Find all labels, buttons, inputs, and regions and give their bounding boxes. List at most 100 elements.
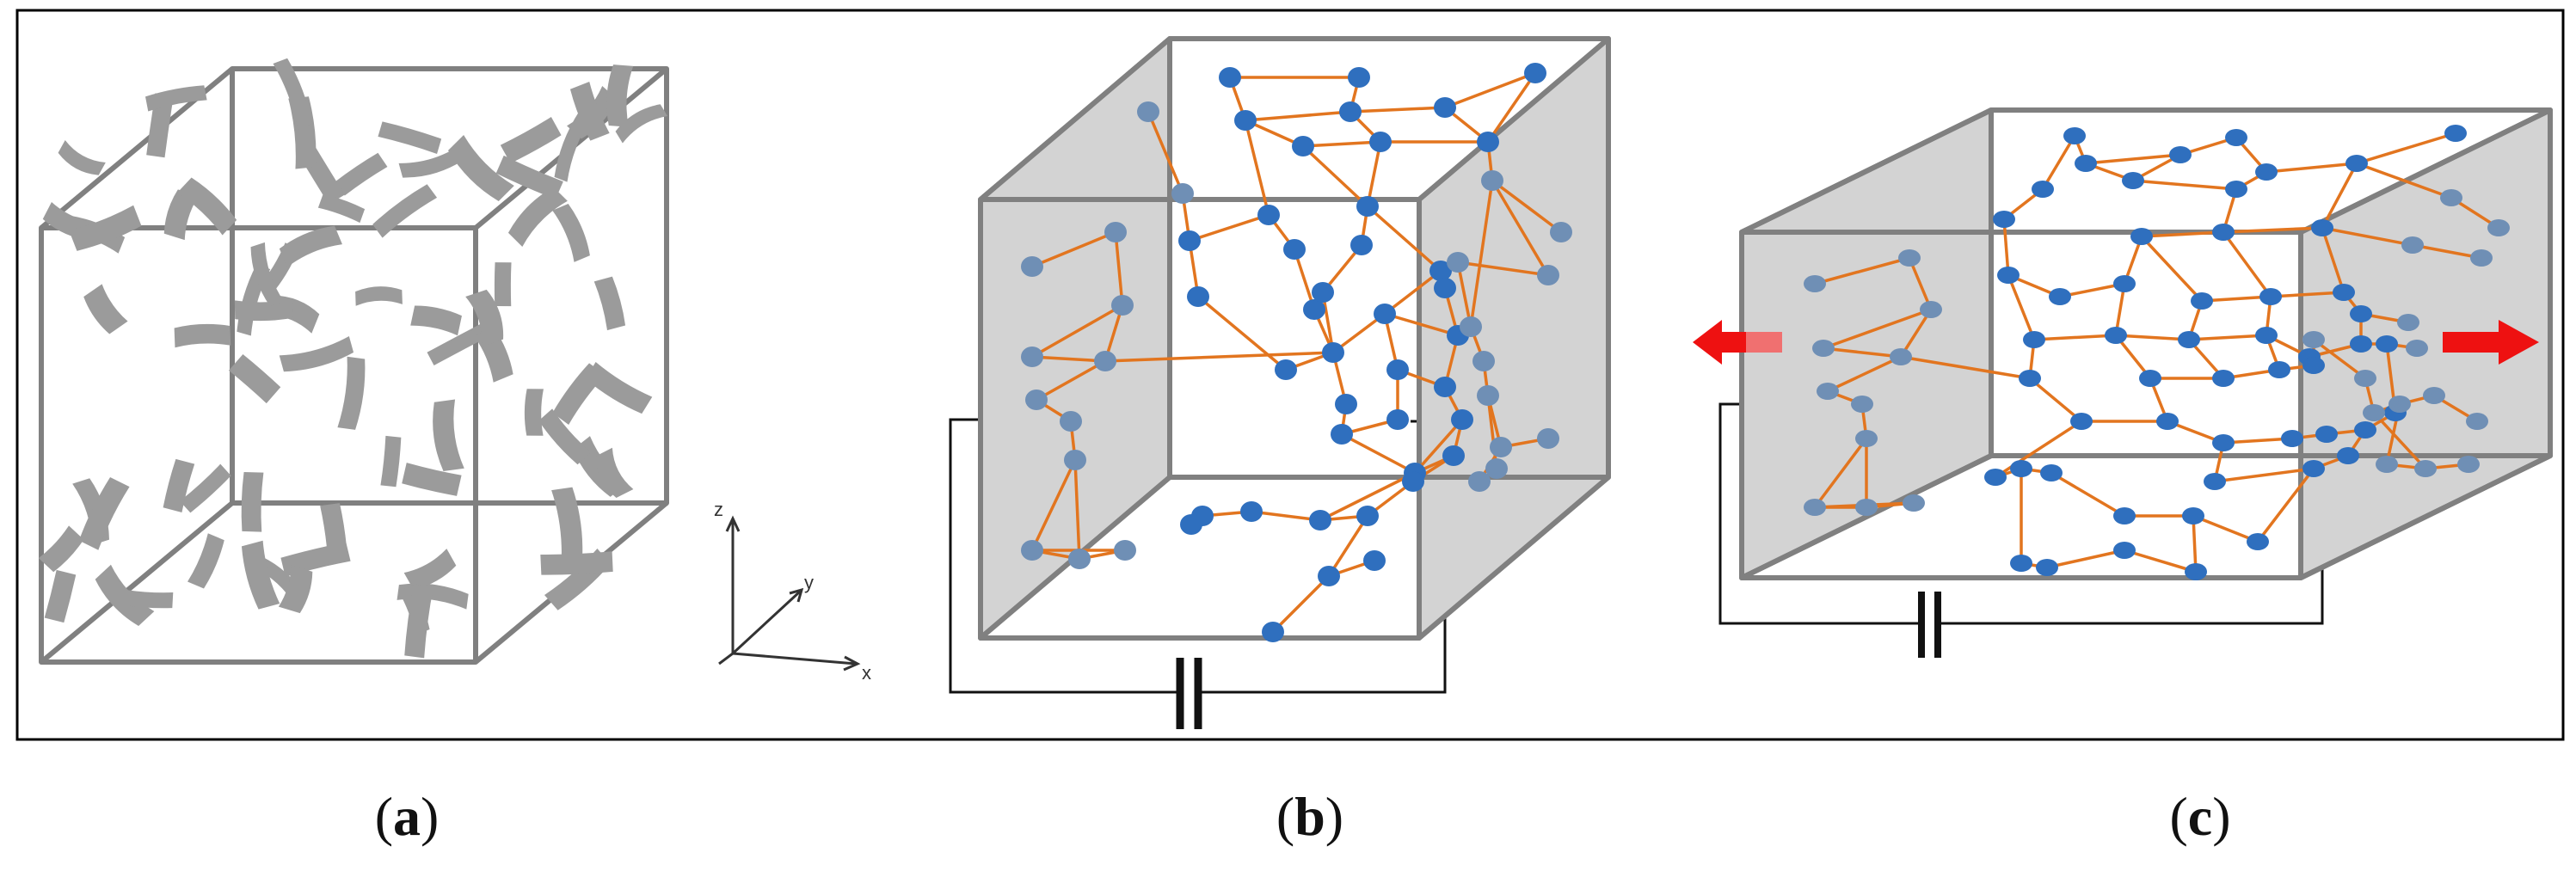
network-bond — [2312, 338, 2367, 380]
network-bond — [1031, 304, 1123, 359]
flake — [569, 82, 610, 141]
network-node — [1339, 101, 1362, 122]
network-node — [2040, 464, 2063, 482]
network-bond — [1486, 395, 1498, 469]
flake — [273, 58, 312, 130]
network-bond — [1147, 111, 1184, 194]
network-bond — [1036, 359, 1106, 402]
network-node — [2113, 542, 2136, 559]
panel-b-cube — [978, 36, 1611, 641]
network-node — [1490, 437, 1512, 457]
network-bond — [2041, 135, 2076, 190]
network-bond — [2033, 334, 2117, 341]
flake — [593, 276, 626, 331]
network-node — [1094, 351, 1116, 371]
network-bond — [1456, 261, 1472, 328]
network-bond — [1827, 355, 1902, 393]
network-node — [2345, 155, 2368, 172]
network-node — [2130, 228, 2153, 245]
network-node — [1322, 342, 1344, 363]
network-node — [1434, 377, 1456, 397]
flake — [494, 262, 512, 307]
network-node — [2032, 181, 2054, 198]
network-bond — [1031, 355, 1106, 363]
flake — [465, 289, 504, 347]
network-node — [1485, 458, 1508, 479]
network-node — [2302, 331, 2325, 348]
flake — [44, 569, 77, 623]
network-node — [1292, 136, 1314, 156]
network-node — [1021, 347, 1043, 367]
network-node — [1356, 506, 1379, 526]
network-node — [1283, 239, 1306, 260]
network-node — [1537, 265, 1559, 285]
network-node — [2122, 172, 2144, 189]
network-node — [2423, 387, 2445, 404]
panel-b-capacitor-icon — [1176, 658, 1202, 729]
network-node — [1356, 196, 1379, 217]
network-node — [2302, 357, 2325, 374]
network-bond — [1327, 515, 1369, 577]
flake — [402, 463, 462, 496]
network-node — [2070, 413, 2093, 430]
network-bond — [1030, 459, 1077, 551]
network-node — [1468, 471, 1491, 492]
network-node — [2363, 404, 2385, 421]
flake — [378, 121, 442, 154]
network-node — [2376, 456, 2398, 473]
network-bond — [2114, 283, 2126, 336]
network-bond — [2214, 467, 2315, 483]
network-node — [2139, 370, 2161, 387]
flake — [180, 463, 231, 513]
network-bond — [1491, 179, 1563, 234]
network-bond — [1995, 420, 2082, 479]
network-node — [2440, 189, 2462, 206]
network-node — [2010, 460, 2032, 477]
network-node — [1219, 67, 1241, 88]
network-bond — [1469, 180, 1494, 328]
network-node — [1309, 510, 1331, 531]
network-bond — [1823, 308, 1932, 350]
flake — [279, 225, 342, 267]
network-node — [2302, 460, 2325, 477]
network-node — [1851, 396, 1873, 413]
network-node — [1335, 394, 1357, 414]
network-bond — [2085, 153, 2181, 165]
network-node — [2063, 127, 2086, 144]
network-node — [1386, 409, 1409, 430]
flake — [177, 177, 237, 236]
flake — [540, 551, 613, 575]
flake — [234, 299, 293, 322]
flake — [427, 321, 494, 366]
flake — [279, 335, 354, 372]
network-node — [1312, 282, 1334, 303]
flake — [495, 155, 563, 199]
flake — [241, 540, 280, 610]
network-bond — [1196, 295, 1288, 371]
axis-label-x: x — [862, 662, 871, 684]
network-node — [2178, 331, 2200, 348]
network-bond — [1384, 312, 1459, 337]
caption-letter: b — [1294, 786, 1325, 847]
network-node — [1477, 385, 1499, 406]
arrow-left-icon — [1693, 320, 1782, 365]
network-node — [2212, 434, 2235, 451]
network-node — [2185, 563, 2207, 580]
network-node — [1104, 222, 1127, 242]
panel-c-network — [1804, 125, 2510, 580]
network-bond — [2132, 179, 2237, 191]
network-bond — [1413, 418, 1464, 475]
network-node — [1350, 235, 1373, 255]
network-node — [1451, 409, 1473, 430]
network-node — [2401, 236, 2424, 254]
panel-a-caption: (a) — [338, 778, 476, 856]
network-node — [1477, 132, 1499, 152]
flake — [58, 140, 106, 175]
network-bond — [1302, 140, 1381, 148]
network-bond — [2222, 437, 2293, 445]
network-node — [2036, 559, 2058, 576]
flake — [500, 117, 562, 163]
network-bond — [1251, 510, 1321, 522]
network-node — [1890, 348, 1912, 365]
network-node — [2388, 396, 2411, 413]
